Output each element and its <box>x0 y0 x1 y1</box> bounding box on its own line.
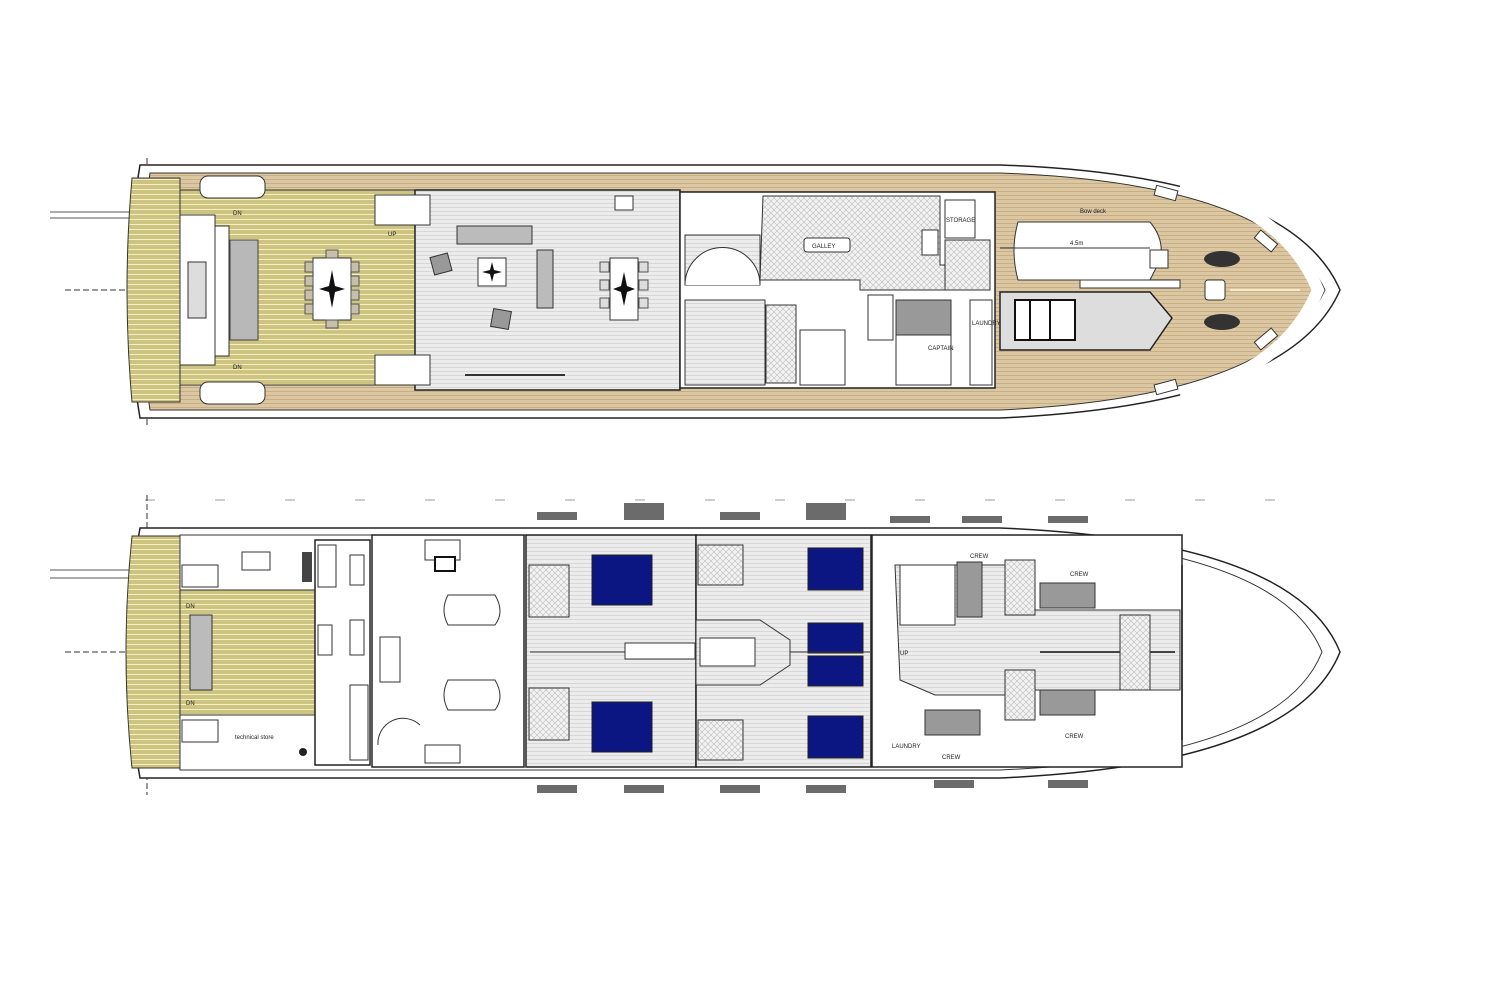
bathroom <box>528 564 570 618</box>
cleat-icon <box>1153 378 1179 396</box>
cleat-icon <box>1253 327 1279 351</box>
bathroom <box>1004 669 1036 721</box>
anchor-icon <box>1204 314 1240 330</box>
single-bed <box>807 622 864 654</box>
hull-windows <box>537 503 1088 793</box>
main-deck-plan: DN DN UP GALLEY <box>50 158 1341 425</box>
bathroom <box>528 687 570 741</box>
engine-stbd <box>443 679 501 711</box>
crew-label: CREW <box>970 554 989 560</box>
beach-club-sofa <box>189 614 213 691</box>
bathroom <box>1004 559 1036 616</box>
crew-bunk <box>956 561 983 618</box>
swim-platform <box>126 177 181 403</box>
double-bed <box>591 554 653 606</box>
aft-sofa <box>229 239 259 341</box>
bathroom <box>697 544 744 586</box>
double-bed <box>807 547 864 591</box>
dn-label: DN <box>233 211 242 217</box>
engine-port <box>443 594 501 626</box>
crew-bunk <box>924 709 981 736</box>
crew-mess <box>899 564 956 626</box>
cleat-icon <box>1153 184 1179 202</box>
galley-label: GALLEY <box>812 244 835 250</box>
laundry-label: LAUNDRY <box>892 744 921 750</box>
saloon-sofa <box>456 225 533 245</box>
bathroom <box>765 304 797 384</box>
single-bed <box>807 655 864 687</box>
aft-dining-table <box>304 249 360 329</box>
spiral-stairs <box>684 247 761 286</box>
bow-deck-label: Bow deck <box>1080 209 1107 215</box>
windlass <box>1204 279 1226 301</box>
crew-bunk <box>1039 689 1096 716</box>
dn-label: DN <box>233 365 242 371</box>
stairs <box>867 294 894 341</box>
cleat-icon <box>1253 229 1279 253</box>
bathroom <box>697 719 744 761</box>
anchor-icon <box>1204 251 1240 267</box>
stairs <box>374 194 431 226</box>
tender-size-label: 4.5m <box>1070 241 1083 247</box>
double-bed <box>591 701 653 753</box>
captain-label: CAPTAIN <box>928 346 954 352</box>
dn-label: DN <box>186 604 195 610</box>
saloon-dining-table <box>599 257 649 321</box>
lower-deck-plan: DN DN technical store <box>50 495 1341 795</box>
swim-platform <box>125 535 181 769</box>
up-label: UP <box>388 232 396 238</box>
crew-label: CREW <box>1065 734 1084 740</box>
spiral-stairs <box>377 717 421 746</box>
up-label: UP <box>900 651 908 657</box>
captain-bed <box>895 299 952 336</box>
hatch <box>187 261 207 319</box>
crew-label: CREW <box>942 755 961 761</box>
technical-store-label: technical store <box>235 735 274 741</box>
laundry-label: LAUNDRY <box>972 321 1001 327</box>
compass-rose-icon <box>482 262 502 282</box>
jet-ski-outline <box>1013 221 1162 281</box>
crew-bunk <box>1039 582 1096 609</box>
dn-label: DN <box>186 701 195 707</box>
storage-label: STORAGE <box>946 218 975 224</box>
compass-rose-icon <box>613 272 635 306</box>
compass-rose-icon <box>319 270 345 308</box>
crew-label: CREW <box>1070 572 1089 578</box>
stairs <box>374 354 431 386</box>
double-bed <box>807 715 864 759</box>
stairs <box>699 637 756 667</box>
